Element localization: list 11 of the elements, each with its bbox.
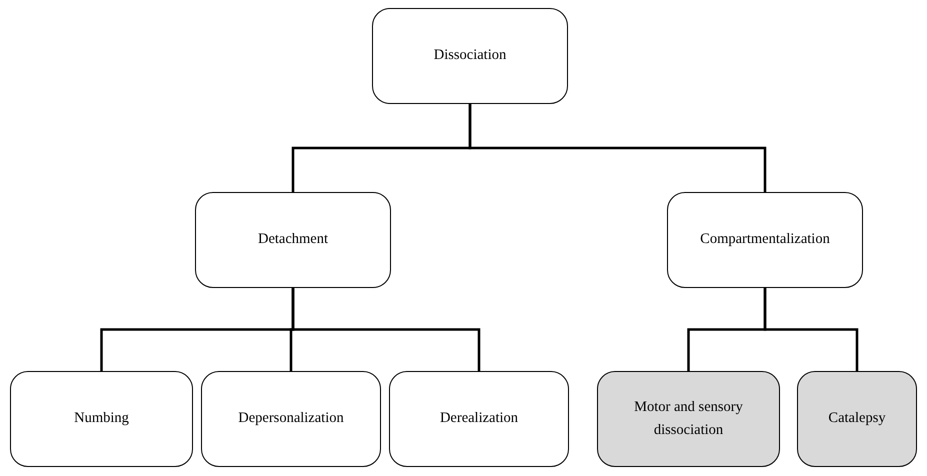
connector-line (764, 288, 858, 371)
category-box: Compartmentalization (667, 192, 863, 288)
connector-line (468, 104, 766, 192)
category-box: Derealization (389, 371, 569, 467)
category-box: Motor and sensory dissociation (597, 371, 780, 467)
category-box: Detachment (195, 192, 391, 288)
category-box: Numbing (10, 371, 193, 467)
category-box: Depersonalization (201, 371, 381, 467)
category-box: Catalepsy (797, 371, 917, 467)
connector-line (292, 288, 480, 371)
category-box: Dissociation (372, 8, 568, 104)
